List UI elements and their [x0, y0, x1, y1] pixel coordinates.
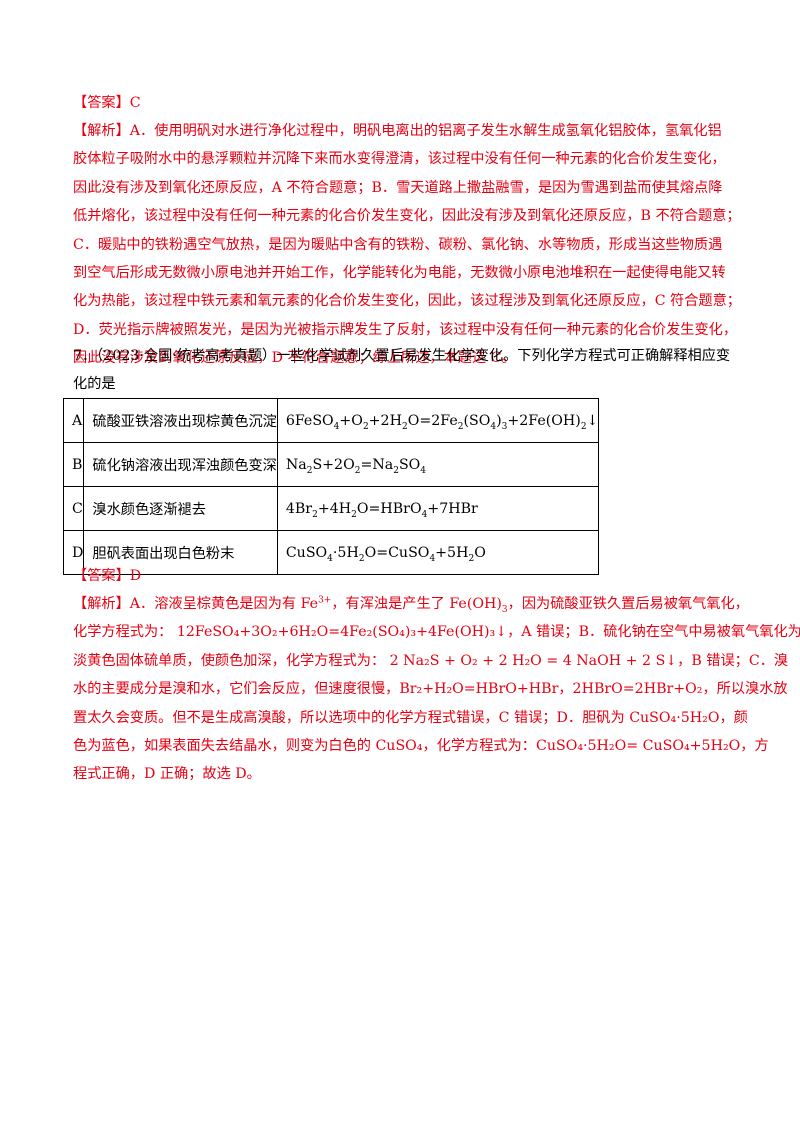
- analysis-line: 置太久会变质。但不是生成高溴酸，所以选项中的化学方程式错误，C 错误；D．胆矾为…: [73, 709, 748, 726]
- analysis-text: A．溶液呈棕黄色是因为有 Fe: [129, 596, 319, 612]
- table-row: D 胆矾表面出现白色粉末 CuSO4·5H2O=CuSO4+5H2O: [62, 530, 600, 575]
- analysis-line: 低并熔化，该过程中没有任何一种元素的化合价发生变化，因此没有涉及到氧化还原反应，…: [73, 208, 741, 225]
- analysis-line: 化为热能，该过程中铁元素和氧元素的化合价发生变化，因此，该过程涉及到氧化还原反应…: [73, 293, 741, 310]
- option-equation: CuSO4·5H2O=CuSO4+5H2O: [276, 530, 600, 575]
- table-row: B 硫化钠溶液出现浑浊颜色变深 Na2S+2O2=Na2SO4: [62, 442, 600, 487]
- option-description: 胆矾表面出现白色粉末: [83, 530, 278, 575]
- answer-block-1: 【答案】C: [73, 89, 733, 117]
- analysis-line: A．使用明矾对水进行净化过程中，明矾电离出的铝离子发生水解生成氢氧化铝胶体，氢氧…: [129, 123, 722, 139]
- analysis-line: 化学方程式为： 12FeSO₄+3O₂+6H₂O=4Fe₂(SO₄)₃+4Fe(…: [73, 624, 800, 641]
- option-equation: Na2S+2O2=Na2SO4: [276, 442, 600, 487]
- superscript: 3+: [318, 595, 332, 606]
- option-key: C: [62, 486, 85, 531]
- option-description: 溴水颜色逐渐褪去: [83, 486, 278, 531]
- analysis-line: 水的主要成分是溴和水，它们会反应，但速度很慢，Br₂+H₂O=HBrO+HBr，…: [73, 681, 788, 698]
- question-7-stem: 7．（2023·全国·统考高考真题）一些化学试剂久置后易发生化学变化。下列化学方…: [73, 342, 733, 399]
- answer-block-2: 【答案】D: [73, 562, 733, 590]
- analysis-line: D．荧光指示牌被照发光，是因为光被指示牌发生了反射，该过程中没有任何一种元素的化…: [73, 321, 738, 338]
- question-line: 7．（2023·全国·统考高考真题）一些化学试剂久置后易发生化学变化。下列化学方…: [73, 348, 731, 364]
- option-equation: 4Br2+4H2O=HBrO4+7HBr: [276, 486, 600, 531]
- table-row: C 溴水颜色逐渐褪去 4Br2+4H2O=HBrO4+7HBr: [62, 486, 600, 531]
- analysis-label: 【解析】: [73, 123, 130, 139]
- answer-value: D: [129, 568, 142, 584]
- answer-label: 【答案】: [73, 95, 130, 111]
- subscript: 3: [501, 604, 508, 615]
- option-equation: 6FeSO4+O2+2H2O=2Fe2(SO4)3+2Fe(OH)2↓: [276, 398, 600, 443]
- analysis-line: 淡黄色固体硫单质，使颜色加深，化学方程式为： 2 Na₂S + O₂ + 2 H…: [73, 652, 789, 669]
- question-line: 化的是: [73, 376, 116, 393]
- analysis-text: ，有浑浊是产生了 Fe(OH): [331, 596, 502, 612]
- analysis-block-2: 【解析】A．溶液呈棕黄色是因为有 Fe3+，有浑浊是产生了 Fe(OH)3，因为…: [73, 590, 800, 789]
- analysis-line: 因此没有涉及到氧化还原反应，D 不符合题意；综上所述，本题选 C。: [73, 350, 516, 367]
- options-table: A 硫酸亚铁溶液出现棕黄色沉淀 6FeSO4+O2+2H2O=2Fe2(SO4)…: [62, 398, 600, 575]
- option-key: D: [62, 530, 85, 575]
- analysis-label: 【解析】: [73, 596, 130, 612]
- answer-label: 【答案】: [73, 568, 130, 584]
- option-description: 硫酸亚铁溶液出现棕黄色沉淀: [83, 398, 278, 443]
- option-description: 硫化钠溶液出现浑浊颜色变深: [83, 442, 278, 487]
- analysis-line: 因此没有涉及到氧化还原反应，A 不符合题意；B．雪天道路上撒盐融雪，是因为雪遇到…: [73, 179, 723, 196]
- analysis-line: 胶体粒子吸附水中的悬浮颗粒并沉降下来而水变得澄清，该过程中没有任何一种元素的化合…: [73, 151, 726, 168]
- analysis-line: 色为蓝色，如果表面失去结晶水，则变为白色的 CuSO₄，化学方程式为：CuSO₄…: [73, 738, 769, 755]
- analysis-block-1: 【解析】A．使用明矾对水进行净化过程中，明矾电离出的铝离子发生水解生成氢氧化铝胶…: [73, 117, 741, 373]
- analysis-line: 程式正确，D 正确；故选 D。: [73, 766, 261, 783]
- option-key: B: [62, 442, 85, 487]
- answer-value: C: [129, 95, 141, 111]
- analysis-text: ，因为硫酸亚铁久置后易被氧气氧化，: [507, 596, 749, 612]
- analysis-line: C．暖贴中的铁粉遇空气放热，是因为暖贴中含有的铁粉、碳粉、氯化钠、水等物质，形成…: [73, 236, 723, 253]
- table-row: A 硫酸亚铁溶液出现棕黄色沉淀 6FeSO4+O2+2H2O=2Fe2(SO4)…: [62, 398, 600, 443]
- analysis-line: 到空气后形成无数微小原电池并开始工作，化学能转化为电能，无数微小原电池堆积在一起…: [73, 265, 726, 282]
- option-key: A: [62, 398, 85, 443]
